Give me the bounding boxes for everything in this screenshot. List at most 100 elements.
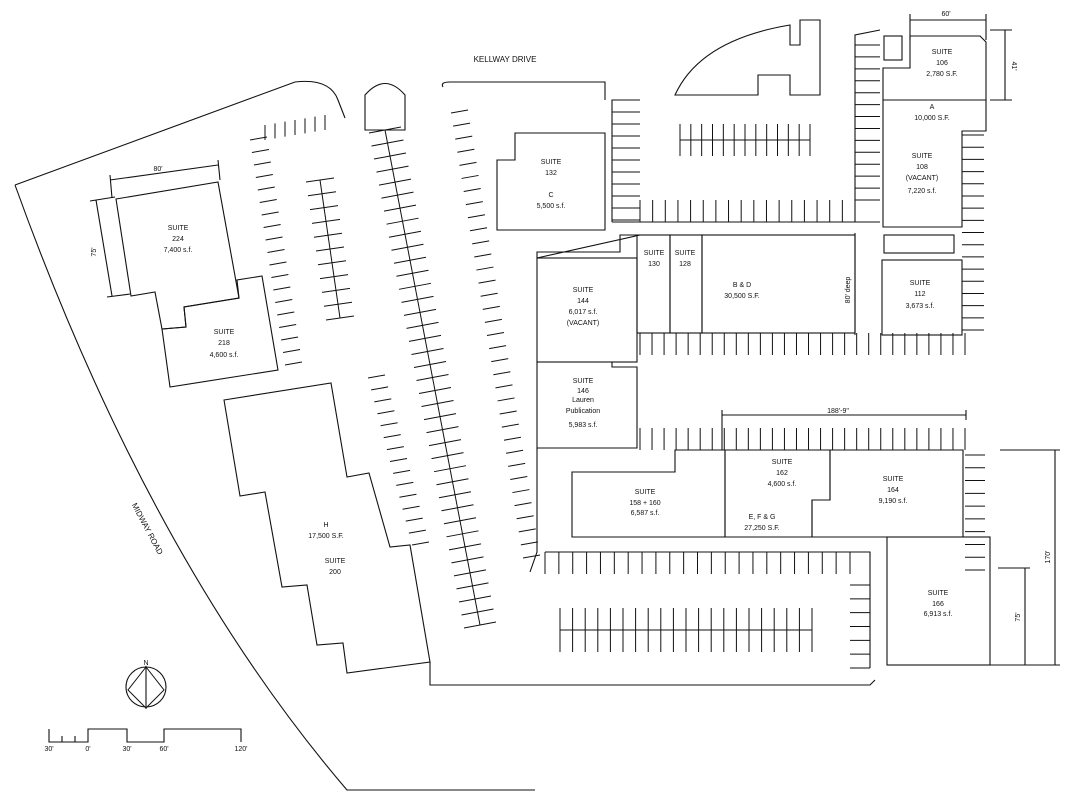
label-suite-200: SUITE [325,558,346,565]
parking-stall-line [412,269,429,274]
parking-stall-line [464,543,482,548]
building-suite-106[interactable] [882,35,987,101]
parking-stall-line [418,390,436,395]
parking-stall-line [307,193,323,197]
parking-stall-line [421,403,438,408]
parking-stall-line [311,220,327,224]
parking-stall-line [413,363,431,368]
building-b-and-d[interactable] [701,234,856,334]
parking-stall-line [508,462,526,467]
parking-stall-line [321,191,337,195]
street-label-midway: MIDWAY ROAD [130,501,165,556]
north-label: N [143,660,148,667]
building-suite-112[interactable] [881,259,963,336]
parking-stall-line [387,139,404,144]
label-suite-128: SUITE [675,250,696,257]
parking-stall-line [402,217,419,222]
parking-stall-line [325,317,341,321]
parking-stall-line [319,276,335,280]
parking-stall-line [399,493,417,498]
building-suite-108[interactable] [882,99,987,228]
label-suite-108-status: (VACANT) [906,175,939,182]
parking-stall-line [371,386,389,391]
parking-stall-line [389,458,408,462]
parking-stall-line [394,178,412,183]
parking-stall-line [282,349,301,353]
parking-stall-line [522,554,541,559]
parking-stall-line [480,292,498,297]
building-suite-218[interactable] [161,275,279,388]
label-suite-162-number: 162 [776,470,788,477]
parking-stall-line [259,199,277,203]
parking-stall-line [478,279,496,284]
dim-188-9: 188'-9" [827,408,849,415]
label-suite-146-tenant-2: Publication [566,408,600,415]
parking-stall-line [249,136,268,141]
parking-stall-line [399,204,417,209]
parking-stall-line [451,559,468,564]
building-suite-224[interactable] [115,181,240,330]
parking-stall-line [456,585,473,590]
parking-stall-line [486,332,505,336]
label-building-a: A [930,104,935,111]
label-suite-132-number: 132 [545,170,557,177]
parking-stall-line [386,220,403,225]
parking-stall-line [446,533,463,538]
dim-75-left: 75' [91,247,98,256]
building-suite-146[interactable] [536,361,638,449]
parking-stall-line [514,502,532,507]
label-suite-106-number: 106 [936,60,948,67]
parking-stall-line [442,426,459,431]
label-suite-146: SUITE [573,378,594,385]
parking-stall-line [335,287,351,291]
label-suite-146-area: 5,983 s.f. [569,422,598,429]
scale-label-60: 60' [159,746,168,753]
parking-stall-line [505,449,524,454]
parking-stall-line [461,174,479,179]
parking-stall-line [253,161,271,166]
parking-stall-line [265,236,283,241]
parking-stall-line [477,608,494,613]
parking-stall-line [397,191,414,196]
parking-stall-line [398,285,416,290]
building-h[interactable] [223,382,431,674]
label-suite-112: SUITE [910,280,931,287]
label-suite-224: SUITE [168,225,189,232]
parking-stall-line [428,442,446,447]
parking-stall-line [376,168,393,173]
label-suite-164: SUITE [883,476,904,483]
label-suite-132-area: 5,500 s.f. [537,203,566,210]
parking-stall-line [411,541,430,546]
parking-stall-line [434,387,452,392]
label-building-h: H [323,522,328,529]
label-suite-106: SUITE [932,49,953,56]
label-building-efg-area: 27,250 S.F. [744,525,779,532]
parking-stall-line [459,161,477,166]
parking-stall-line [383,434,401,439]
parking-stall-line [503,436,522,441]
dim-60: 60' [941,11,950,18]
parking-stall-line [489,345,507,350]
building-suite-164[interactable] [811,449,964,538]
parking-stall-line [386,446,404,451]
dimension-lines [89,14,1060,666]
parking-stall-line [455,135,473,140]
parking-stall-line [472,582,489,587]
parking-stall-line [409,256,427,261]
parking-stall-line [371,142,388,147]
label-suite-164-number: 164 [887,487,899,494]
parking-stall-line [453,122,471,127]
parking-stall-line [396,272,413,277]
property-boundary [14,80,535,791]
parking-stall-line [459,517,477,522]
parking-stall-line [417,295,434,300]
dimension-labels: 60' 41' 80' deep 188'-9" 170' 75' 80' 75… [91,11,1052,622]
label-building-b-d-area: 30,500 S.F. [724,293,759,300]
building-suite-132[interactable] [496,132,606,231]
parking-stall-line [313,234,329,238]
street-label-kellway: KELLWAY DRIVE [474,55,537,64]
parking-stall-line [497,397,515,402]
parking-stall-line [384,126,402,131]
building-suite-166[interactable] [886,536,991,666]
parking-stall-line [479,621,497,626]
